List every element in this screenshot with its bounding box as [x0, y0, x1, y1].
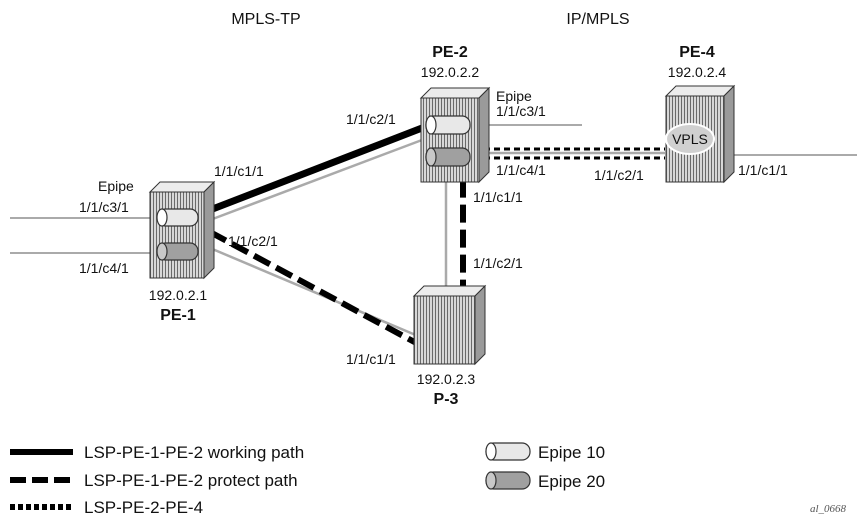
pe1-epipe20-cylinder — [156, 242, 199, 261]
port-pe1-c3: 1/1/c3/1 — [79, 199, 129, 215]
port-pe2-c3: 1/1/c3/1 — [496, 103, 546, 119]
port-pe1-c2: 1/1/c2/1 — [228, 233, 278, 249]
pe2-ip: 192.0.2.2 — [421, 64, 480, 80]
pe2-epipe10-cylinder — [425, 115, 471, 135]
port-pe2-c1: 1/1/c1/1 — [473, 189, 523, 205]
pe1-ip: 192.0.2.1 — [149, 287, 208, 303]
pe1-epipe10-cylinder — [156, 208, 199, 227]
pe4-ip: 192.0.2.4 — [668, 64, 727, 80]
pe2-epipe-label: Epipe — [496, 88, 532, 104]
pe4-vpls-oval — [665, 123, 715, 155]
router-pe4[interactable] — [664, 84, 736, 184]
port-p3-c1: 1/1/c1/1 — [346, 351, 396, 367]
pe2-epipe20-cylinder — [425, 147, 471, 167]
link-pe1-pe2 — [209, 138, 423, 222]
port-p3-c2: 1/1/c2/1 — [473, 255, 523, 271]
port-pe2-c2: 1/1/c2/1 — [346, 111, 396, 127]
pe2-name: PE-2 — [432, 44, 468, 61]
legend-epipe20-label: Epipe 20 — [538, 472, 605, 491]
router-pe1[interactable] — [148, 180, 216, 280]
port-pe1-c1: 1/1/c1/1 — [214, 163, 264, 179]
port-pe1-c4: 1/1/c4/1 — [79, 260, 129, 276]
router-p3[interactable] — [412, 284, 487, 366]
pe1-name: PE-1 — [160, 307, 196, 324]
pe4-name: PE-4 — [679, 44, 715, 61]
port-pe2-c4: 1/1/c4/1 — [496, 162, 546, 178]
port-pe4-c1: 1/1/c1/1 — [738, 162, 788, 178]
port-pe4-c2: 1/1/c2/1 — [594, 167, 644, 183]
legend-protect-label: LSP-PE-1-PE-2 protect path — [84, 471, 298, 490]
legend-working-label: LSP-PE-1-PE-2 working path — [84, 443, 304, 462]
link-pe1-p3 — [209, 246, 419, 338]
domain-mpls-tp: MPLS-TP — [231, 11, 300, 28]
pe4-vpls-label: VPLS — [672, 131, 708, 147]
legend-pe2pe4-label: LSP-PE-2-PE-4 — [84, 498, 203, 517]
figure-id: al_0668 — [810, 503, 847, 515]
router-pe2[interactable] — [419, 86, 491, 184]
p3-name: P-3 — [434, 391, 459, 408]
pe1-epipe-label: Epipe — [98, 178, 134, 194]
domain-ip-mpls: IP/MPLS — [566, 11, 629, 28]
p3-ip: 192.0.2.3 — [417, 371, 476, 387]
legend-epipe10-label: Epipe 10 — [538, 443, 605, 462]
legend-epipe10-swatch — [485, 442, 531, 461]
legend-epipe20-swatch — [485, 471, 531, 490]
lsp-working-path — [208, 124, 424, 214]
